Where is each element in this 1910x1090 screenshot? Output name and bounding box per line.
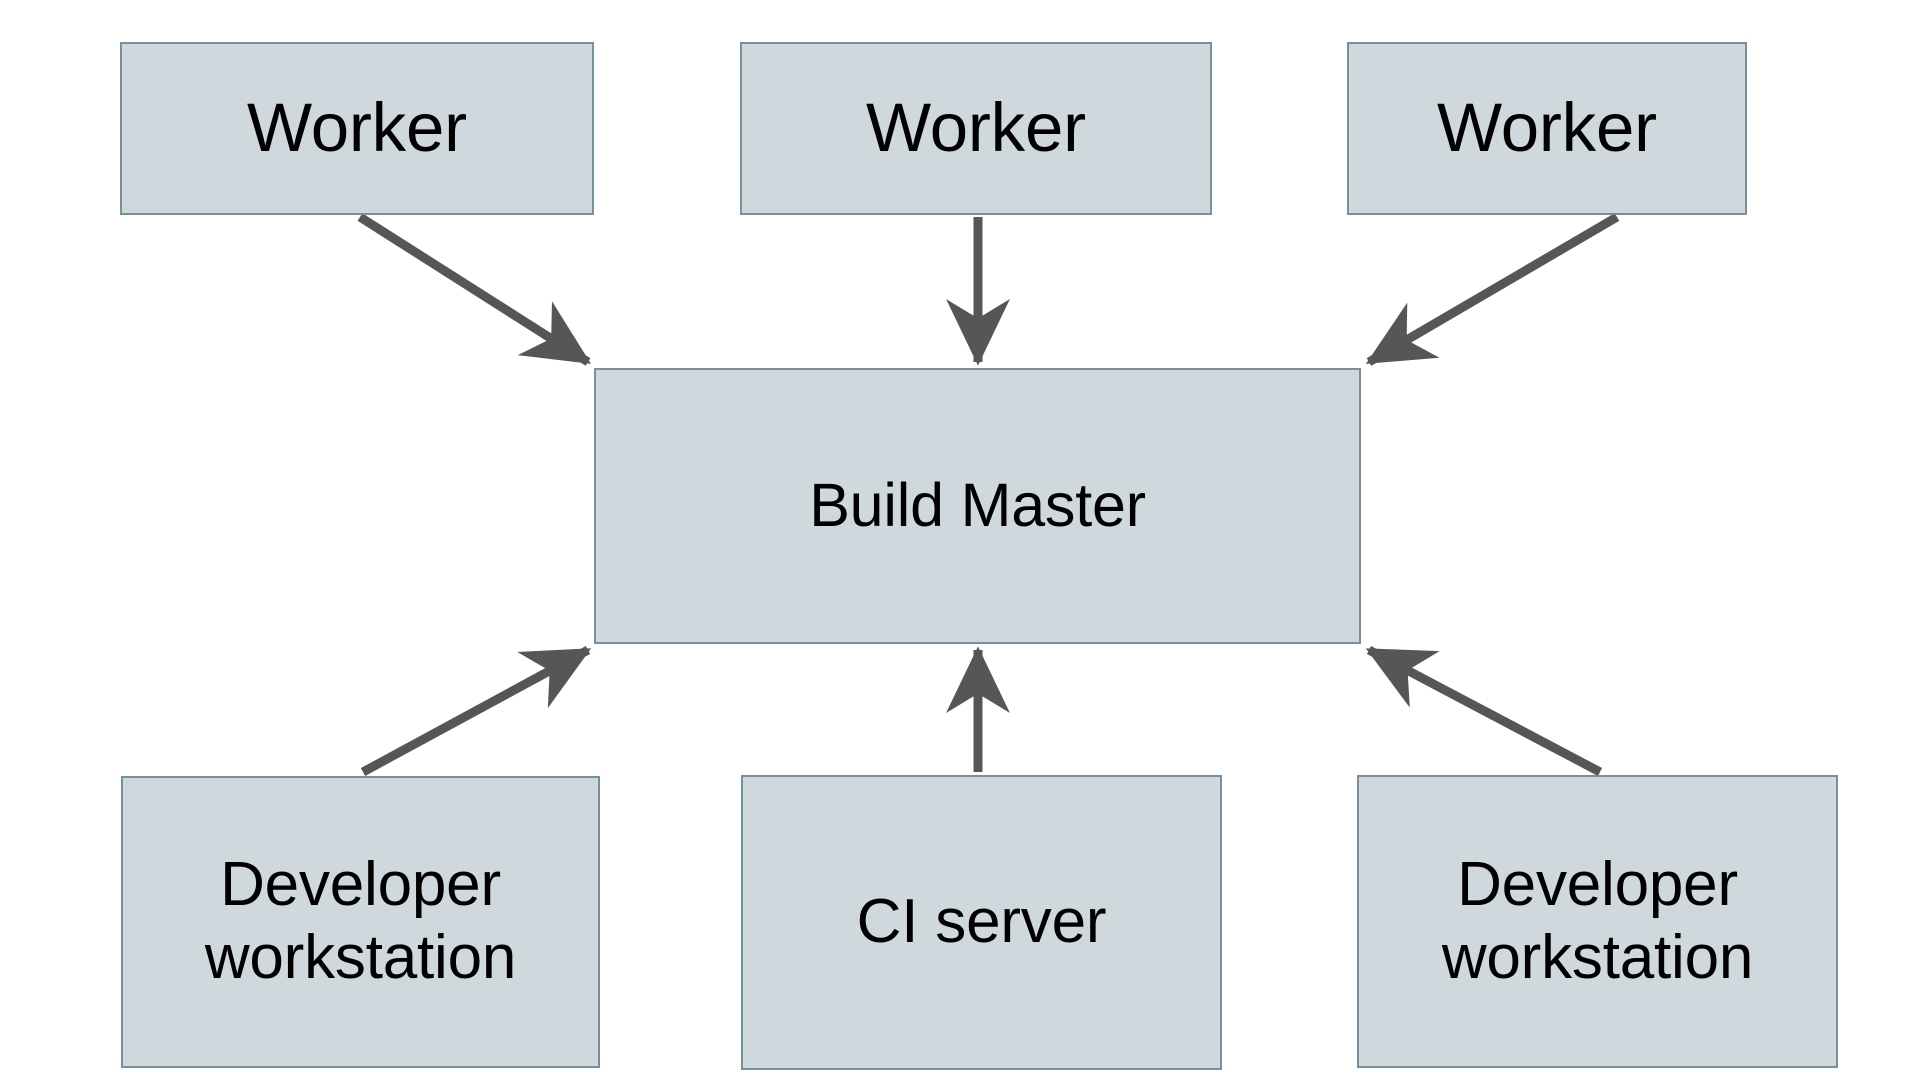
node-worker-left-label: Worker — [247, 89, 467, 167]
node-developer-workstation-right-label: Developer workstation — [1441, 849, 1754, 992]
edge-dev-left-to-build-master — [360, 646, 592, 776]
node-build-master-label: Build Master — [809, 471, 1146, 540]
node-developer-workstation-right[interactable]: Developer workstation — [1357, 775, 1838, 1068]
node-worker-left[interactable]: Worker — [120, 42, 594, 215]
node-build-master[interactable]: Build Master — [594, 368, 1361, 644]
edge-dev-right-to-build-master — [1365, 646, 1603, 776]
node-worker-mid[interactable]: Worker — [740, 42, 1212, 215]
node-worker-right-label: Worker — [1437, 89, 1657, 167]
edge-worker-right-to-build-master — [1365, 213, 1620, 366]
node-developer-workstation-left[interactable]: Developer workstation — [121, 776, 600, 1068]
edge-worker-left-to-build-master — [357, 213, 592, 366]
node-worker-mid-label: Worker — [866, 89, 1086, 167]
node-ci-server[interactable]: CI server — [741, 775, 1222, 1070]
node-developer-workstation-left-label: Developer workstation — [204, 850, 517, 992]
node-ci-server-label: CI server — [856, 887, 1107, 957]
node-worker-right[interactable]: Worker — [1347, 42, 1747, 215]
